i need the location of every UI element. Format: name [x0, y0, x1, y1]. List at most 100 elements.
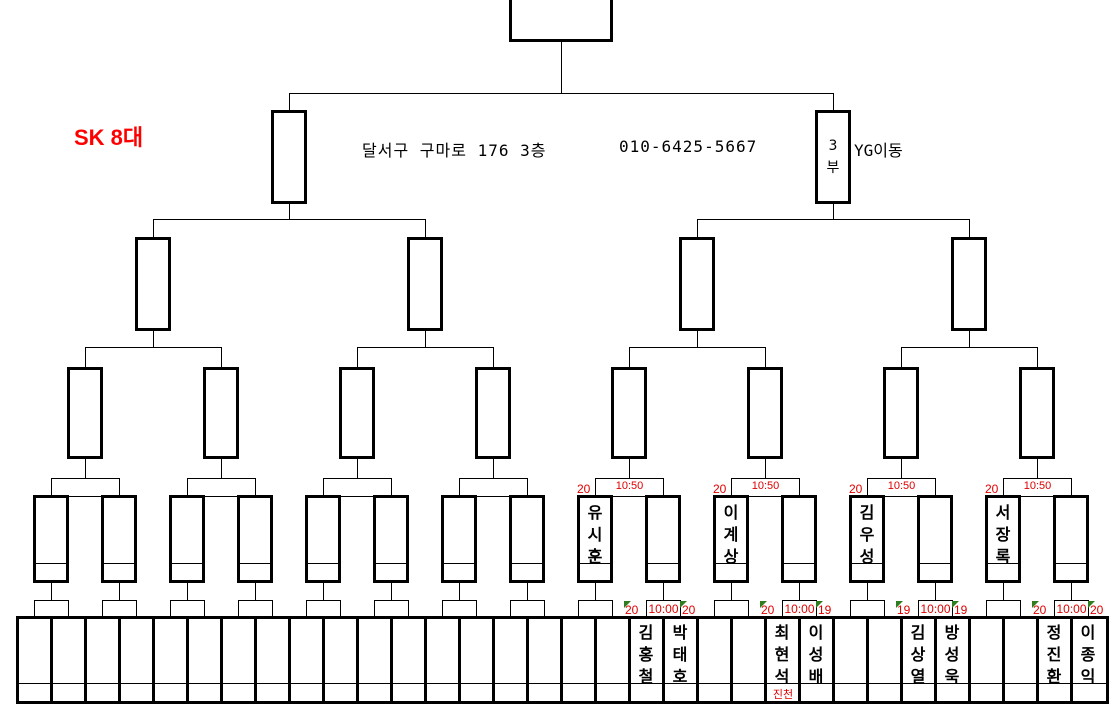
slot-divider [648, 563, 679, 564]
cell-divider [1070, 617, 1073, 703]
round-slot[interactable] [475, 367, 511, 459]
player-slot[interactable] [169, 495, 205, 583]
connector-line [969, 330, 970, 347]
quarterfinal-slot[interactable] [135, 237, 171, 331]
round-slot[interactable] [67, 367, 103, 459]
player-slot[interactable]: 이계상 [713, 495, 749, 583]
connector-line [629, 347, 766, 348]
player-slot[interactable] [645, 495, 681, 583]
player-slot[interactable]: 서장록 [985, 495, 1021, 583]
entrant-cell[interactable]: 김홍철 [630, 619, 662, 686]
group-connector [1003, 478, 1072, 497]
round-slot[interactable] [203, 367, 239, 459]
round-slot[interactable] [747, 367, 783, 459]
entrant-cell[interactable]: 박태호 [664, 619, 696, 686]
left-score: 20 [625, 603, 639, 617]
player-slot[interactable] [305, 495, 341, 583]
slot-divider [512, 563, 543, 564]
player-slot[interactable] [1053, 495, 1089, 583]
connector-line [357, 347, 494, 348]
connector-line [391, 582, 392, 600]
connector-line [901, 347, 1038, 348]
cell-divider [254, 617, 257, 703]
player-slot[interactable]: 유시훈 [577, 495, 613, 583]
player-name: 김홍철 [638, 623, 654, 686]
connector-line [867, 582, 868, 600]
connector-line [935, 582, 936, 600]
cell-divider [560, 617, 563, 703]
quarterfinal-slot[interactable] [407, 237, 443, 331]
semifinal-side-note: YG이동 [854, 141, 903, 160]
connector-line [765, 458, 766, 478]
round-slot[interactable] [883, 367, 919, 459]
round-slot[interactable] [1019, 367, 1055, 459]
entrant-cell[interactable]: 이종익 [1072, 619, 1104, 686]
group-connector [595, 478, 664, 497]
cell-divider [696, 617, 699, 703]
player-slot[interactable] [781, 495, 817, 583]
connector-line [51, 582, 52, 600]
connector-line [1037, 458, 1038, 478]
match-time: 10:50 [887, 480, 916, 492]
player-slot[interactable] [373, 495, 409, 583]
connector-line [85, 347, 222, 348]
match-time: 10:50 [615, 480, 644, 492]
connector-line [527, 582, 528, 600]
group-connector [51, 478, 120, 497]
cell-row-divider [17, 683, 1107, 684]
entrant-cell[interactable]: 최현석 [766, 619, 798, 686]
cell-divider [356, 617, 359, 703]
cell-divider [968, 617, 971, 703]
player-slot[interactable] [33, 495, 69, 583]
round-slot[interactable] [339, 367, 375, 459]
entrant-cell[interactable]: 정진환 [1038, 619, 1070, 686]
cell-divider [152, 617, 155, 703]
player-slot[interactable] [917, 495, 953, 583]
entrant-cell[interactable]: 김상열 [902, 619, 934, 686]
group-connector [323, 478, 392, 497]
player-slot[interactable]: 김우성 [849, 495, 885, 583]
quarterfinal-slot[interactable] [679, 237, 715, 331]
cell-divider [866, 617, 869, 703]
quarterfinal-slot[interactable] [951, 237, 987, 331]
group-connector [459, 478, 528, 497]
round-slot[interactable] [611, 367, 647, 459]
score-marker-icon [760, 601, 767, 608]
seed-score: 20 [577, 482, 591, 496]
player-slot[interactable] [101, 495, 137, 583]
player-slot[interactable] [509, 495, 545, 583]
right-score: 19 [954, 603, 968, 617]
cell-divider [458, 617, 461, 703]
slot-divider [988, 563, 1019, 564]
slot-divider [308, 563, 339, 564]
entrant-cell[interactable]: 이성배 [800, 619, 832, 686]
semifinal-slot[interactable]: 3부 [815, 110, 851, 204]
connector-line [901, 347, 902, 367]
seed-score: 20 [849, 482, 863, 496]
right-score: 19 [818, 603, 832, 617]
player-name: 이계상 [723, 503, 739, 566]
connector-line [629, 458, 630, 478]
player-slot[interactable] [237, 495, 273, 583]
left-score: 20 [1033, 603, 1047, 617]
cell-divider [492, 617, 495, 703]
connector-line [357, 347, 358, 367]
connector-line [119, 582, 120, 600]
slot-divider [104, 563, 135, 564]
slot-divider [172, 563, 203, 564]
match-time: 10:50 [1023, 480, 1052, 492]
semifinal-slot[interactable] [271, 110, 307, 204]
seed-score: 20 [713, 482, 727, 496]
final-slot[interactable] [509, 0, 613, 42]
match-time: 10:00 [784, 602, 815, 616]
connector-line [221, 458, 222, 478]
cell-divider [526, 617, 529, 703]
cell-divider [288, 617, 291, 703]
connector-line [357, 458, 358, 478]
player-slot[interactable] [441, 495, 477, 583]
entrant-cell[interactable]: 방성욱 [936, 619, 968, 686]
group-connector [867, 478, 936, 497]
score-marker-icon [1088, 601, 1095, 608]
connector-line [459, 582, 460, 600]
connector-line [663, 582, 664, 600]
